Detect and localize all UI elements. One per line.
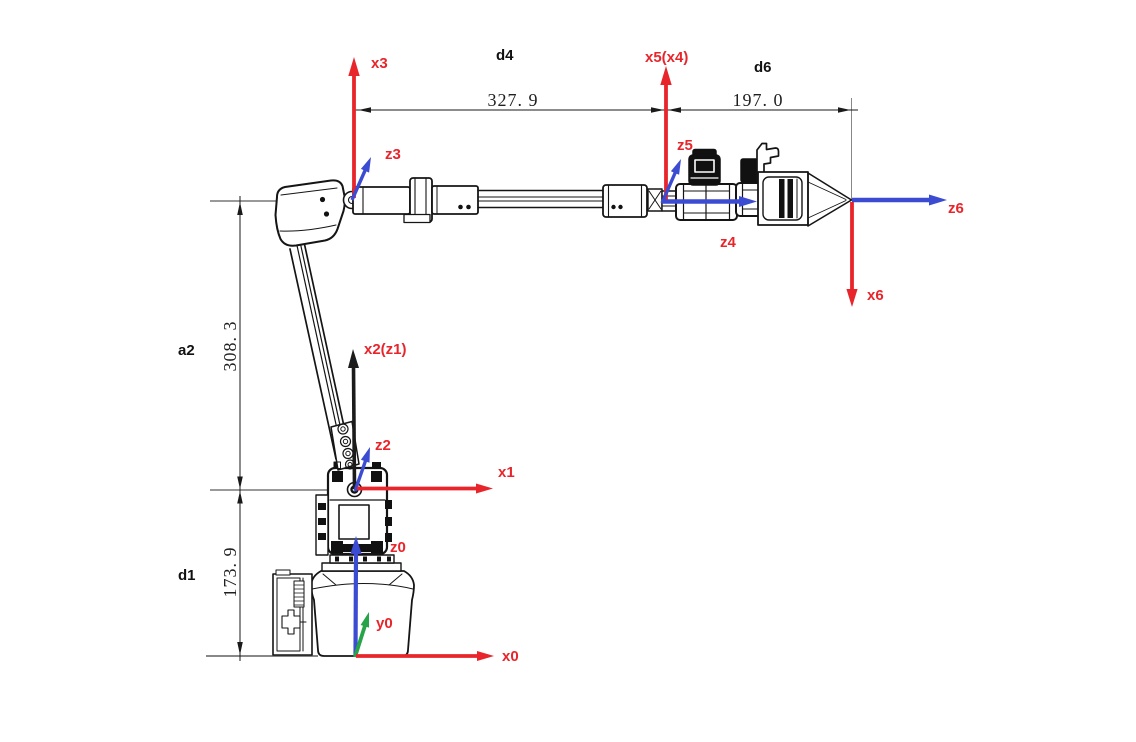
controller-box [272,569,313,656]
lower-arm-link [289,241,360,471]
z5-axis-arrow [660,159,681,204]
y0-axis-arrow [353,612,369,658]
elbow-housing [274,179,362,247]
x0-label: x0 [502,648,519,665]
z2-axis-arrow [353,447,370,492]
dim-arrow-mid-right [651,107,664,113]
boom-rod [477,189,604,209]
z3-axis-arrow [350,157,371,201]
z6-label: z6 [948,200,964,217]
x6-label: x6 [867,287,884,304]
x1-axis-arrow [357,483,493,494]
z0-label: z0 [390,539,406,556]
a2-param-label: a2 [178,342,195,359]
robot-base [310,554,415,657]
d4-dimension-value: 327. 9 [488,90,539,110]
end-effector-cone [757,171,853,227]
x2-z1-label: x2(z1) [364,341,407,358]
x3-label: x3 [371,55,388,72]
x3-axis-arrow [348,57,360,198]
d1-param-label: d1 [178,567,196,584]
wrist-motor-knob [688,148,721,186]
dimension-lines [237,107,858,661]
x5-axis-arrow [660,66,672,203]
d6-param-label: d6 [754,59,772,76]
z4-label: z4 [720,234,737,251]
x2-axis-arrow [348,349,359,490]
a2-dimension-value: 308. 3 [220,321,240,372]
dim-arrow-right [838,107,851,113]
dim-arrow-bottom [237,642,243,655]
wrist-motor-knob-2 [740,158,759,183]
upper-arm-boom [352,177,677,224]
dim-arrow-left [358,107,371,113]
dim-arrow-top [237,202,243,215]
flange-ticks [335,556,391,562]
x0-axis-arrow [356,651,494,661]
z5-label: z5 [677,137,693,154]
x5-x4-label: x5(x4) [645,49,688,66]
screw-strip [293,584,305,606]
z3-label: z3 [385,146,401,163]
z6-axis-arrow [852,194,947,206]
d4-param-label: d4 [496,47,514,64]
z4-axis-arrow [663,196,757,207]
y0-label: y0 [376,615,393,632]
dim-arrow-mid-down [237,476,243,489]
dim-arrow-mid-left [668,107,681,113]
z2-label: z2 [375,437,391,454]
axis-arrows [348,57,947,661]
dim-arrow-mid-up [237,491,243,504]
labels: x3 z3 x5(x4) z5 z4 z6 x6 x2(z1) z2 x1 z0… [178,47,964,665]
d6-dimension-value: 197. 0 [733,90,784,110]
x1-label: x1 [498,464,515,481]
robot-arm-drawing [272,142,853,657]
z0-axis-arrow [350,536,362,657]
link-plate [330,420,360,471]
d1-dimension-value: 173. 9 [220,547,240,598]
x6-axis-arrow [846,202,858,307]
valve-cross [281,609,301,635]
